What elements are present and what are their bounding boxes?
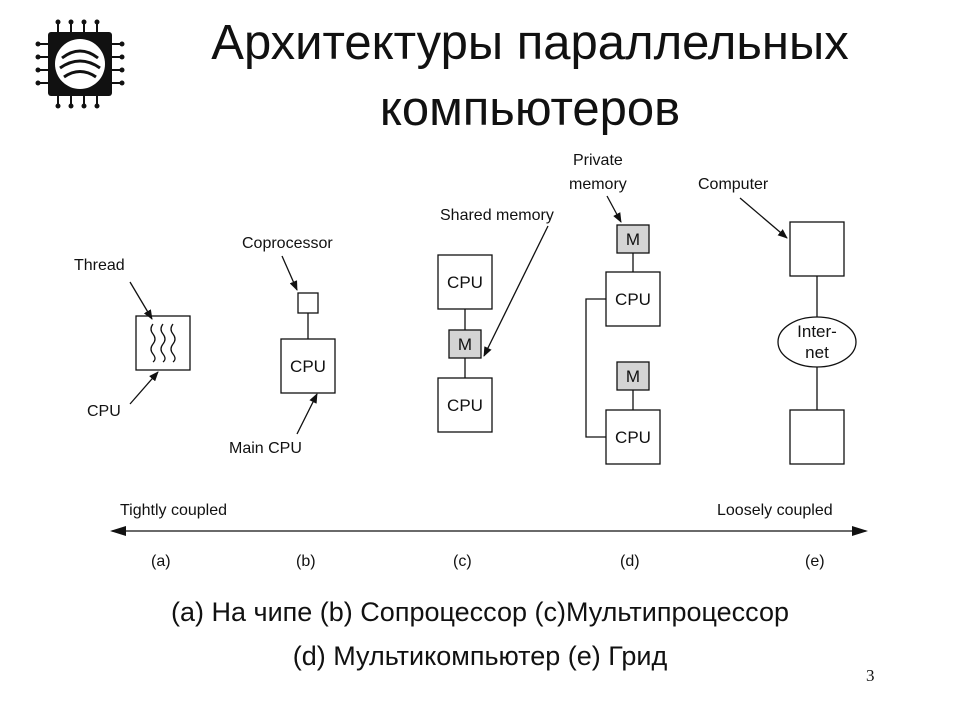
node-cpu-top (605, 271, 661, 327)
thread-wave-2 (160, 323, 166, 363)
shared-cpu-bottom (437, 377, 493, 433)
label-cpu-d-bottom: CPU (615, 428, 651, 447)
label-internet-line2: net (805, 343, 829, 362)
node-cpu-bottom (605, 409, 661, 465)
caption-line-1: (a) На чипе (b) Сопроцессор (c)Мультипро… (171, 597, 789, 627)
private-memory-arrow (606, 195, 622, 223)
label-computer: Computer (698, 176, 769, 193)
thread-arrow (129, 281, 153, 320)
label-memory-c: M (458, 335, 472, 354)
label-private-line2: memory (569, 176, 627, 193)
interconnect-line (585, 298, 606, 438)
label-thread: Thread (74, 257, 125, 274)
label-cpu-b: CPU (290, 357, 326, 376)
chip-logo-icon (35, 19, 125, 109)
grid-computer-top (789, 221, 845, 277)
label-cpu-c-bottom: CPU (447, 396, 483, 415)
label-letter-c: (c) (453, 553, 472, 570)
grid-computer-bottom (789, 409, 845, 465)
label-coprocessor: Coprocessor (242, 235, 333, 252)
computer-arrow (739, 197, 788, 239)
label-letter-d: (d) (620, 553, 640, 570)
axis-arrowhead-right (852, 526, 868, 536)
label-letter-e: (e) (805, 553, 825, 570)
axis-arrowhead-left (110, 526, 126, 536)
label-tightly-coupled: Tightly coupled (120, 502, 227, 519)
label-cpu-d-top: CPU (615, 290, 651, 309)
chip-cpu-arrow (129, 371, 159, 405)
caption-line-2: (d) Мультикомпьютер (e) Грид (292, 641, 668, 671)
main-cpu-arrow (296, 393, 318, 435)
page-number: 3 (866, 666, 875, 685)
coprocessor-box (297, 292, 319, 314)
label-letter-b: (b) (296, 553, 316, 570)
title-line-1: Архитектуры параллельных (211, 16, 849, 70)
title-line-2: компьютеров (379, 82, 681, 136)
thread-wave-3 (170, 323, 176, 363)
coprocessor-arrow (281, 255, 298, 291)
label-memory-d-bottom: M (626, 367, 640, 386)
shared-memory-arrow (483, 225, 549, 357)
thread-wave-1 (150, 323, 156, 363)
caption: (a) На чипе (b) Сопроцессор (c)Мультипро… (0, 590, 960, 678)
label-cpu-a: CPU (87, 403, 121, 420)
main-cpu-box (280, 338, 336, 394)
label-main-cpu: Main CPU (229, 440, 302, 457)
shared-cpu-top (437, 254, 493, 310)
label-internet-line1: Inter- (797, 322, 837, 341)
label-memory-d-top: M (626, 230, 640, 249)
page-title: Архитектуры параллельных компьютеров (150, 10, 910, 142)
label-letter-a: (a) (151, 553, 171, 570)
label-loosely-coupled: Loosely coupled (717, 502, 833, 519)
label-private-line1: Private (573, 152, 623, 169)
label-cpu-c-top: CPU (447, 273, 483, 292)
label-shared-memory: Shared memory (440, 207, 554, 224)
